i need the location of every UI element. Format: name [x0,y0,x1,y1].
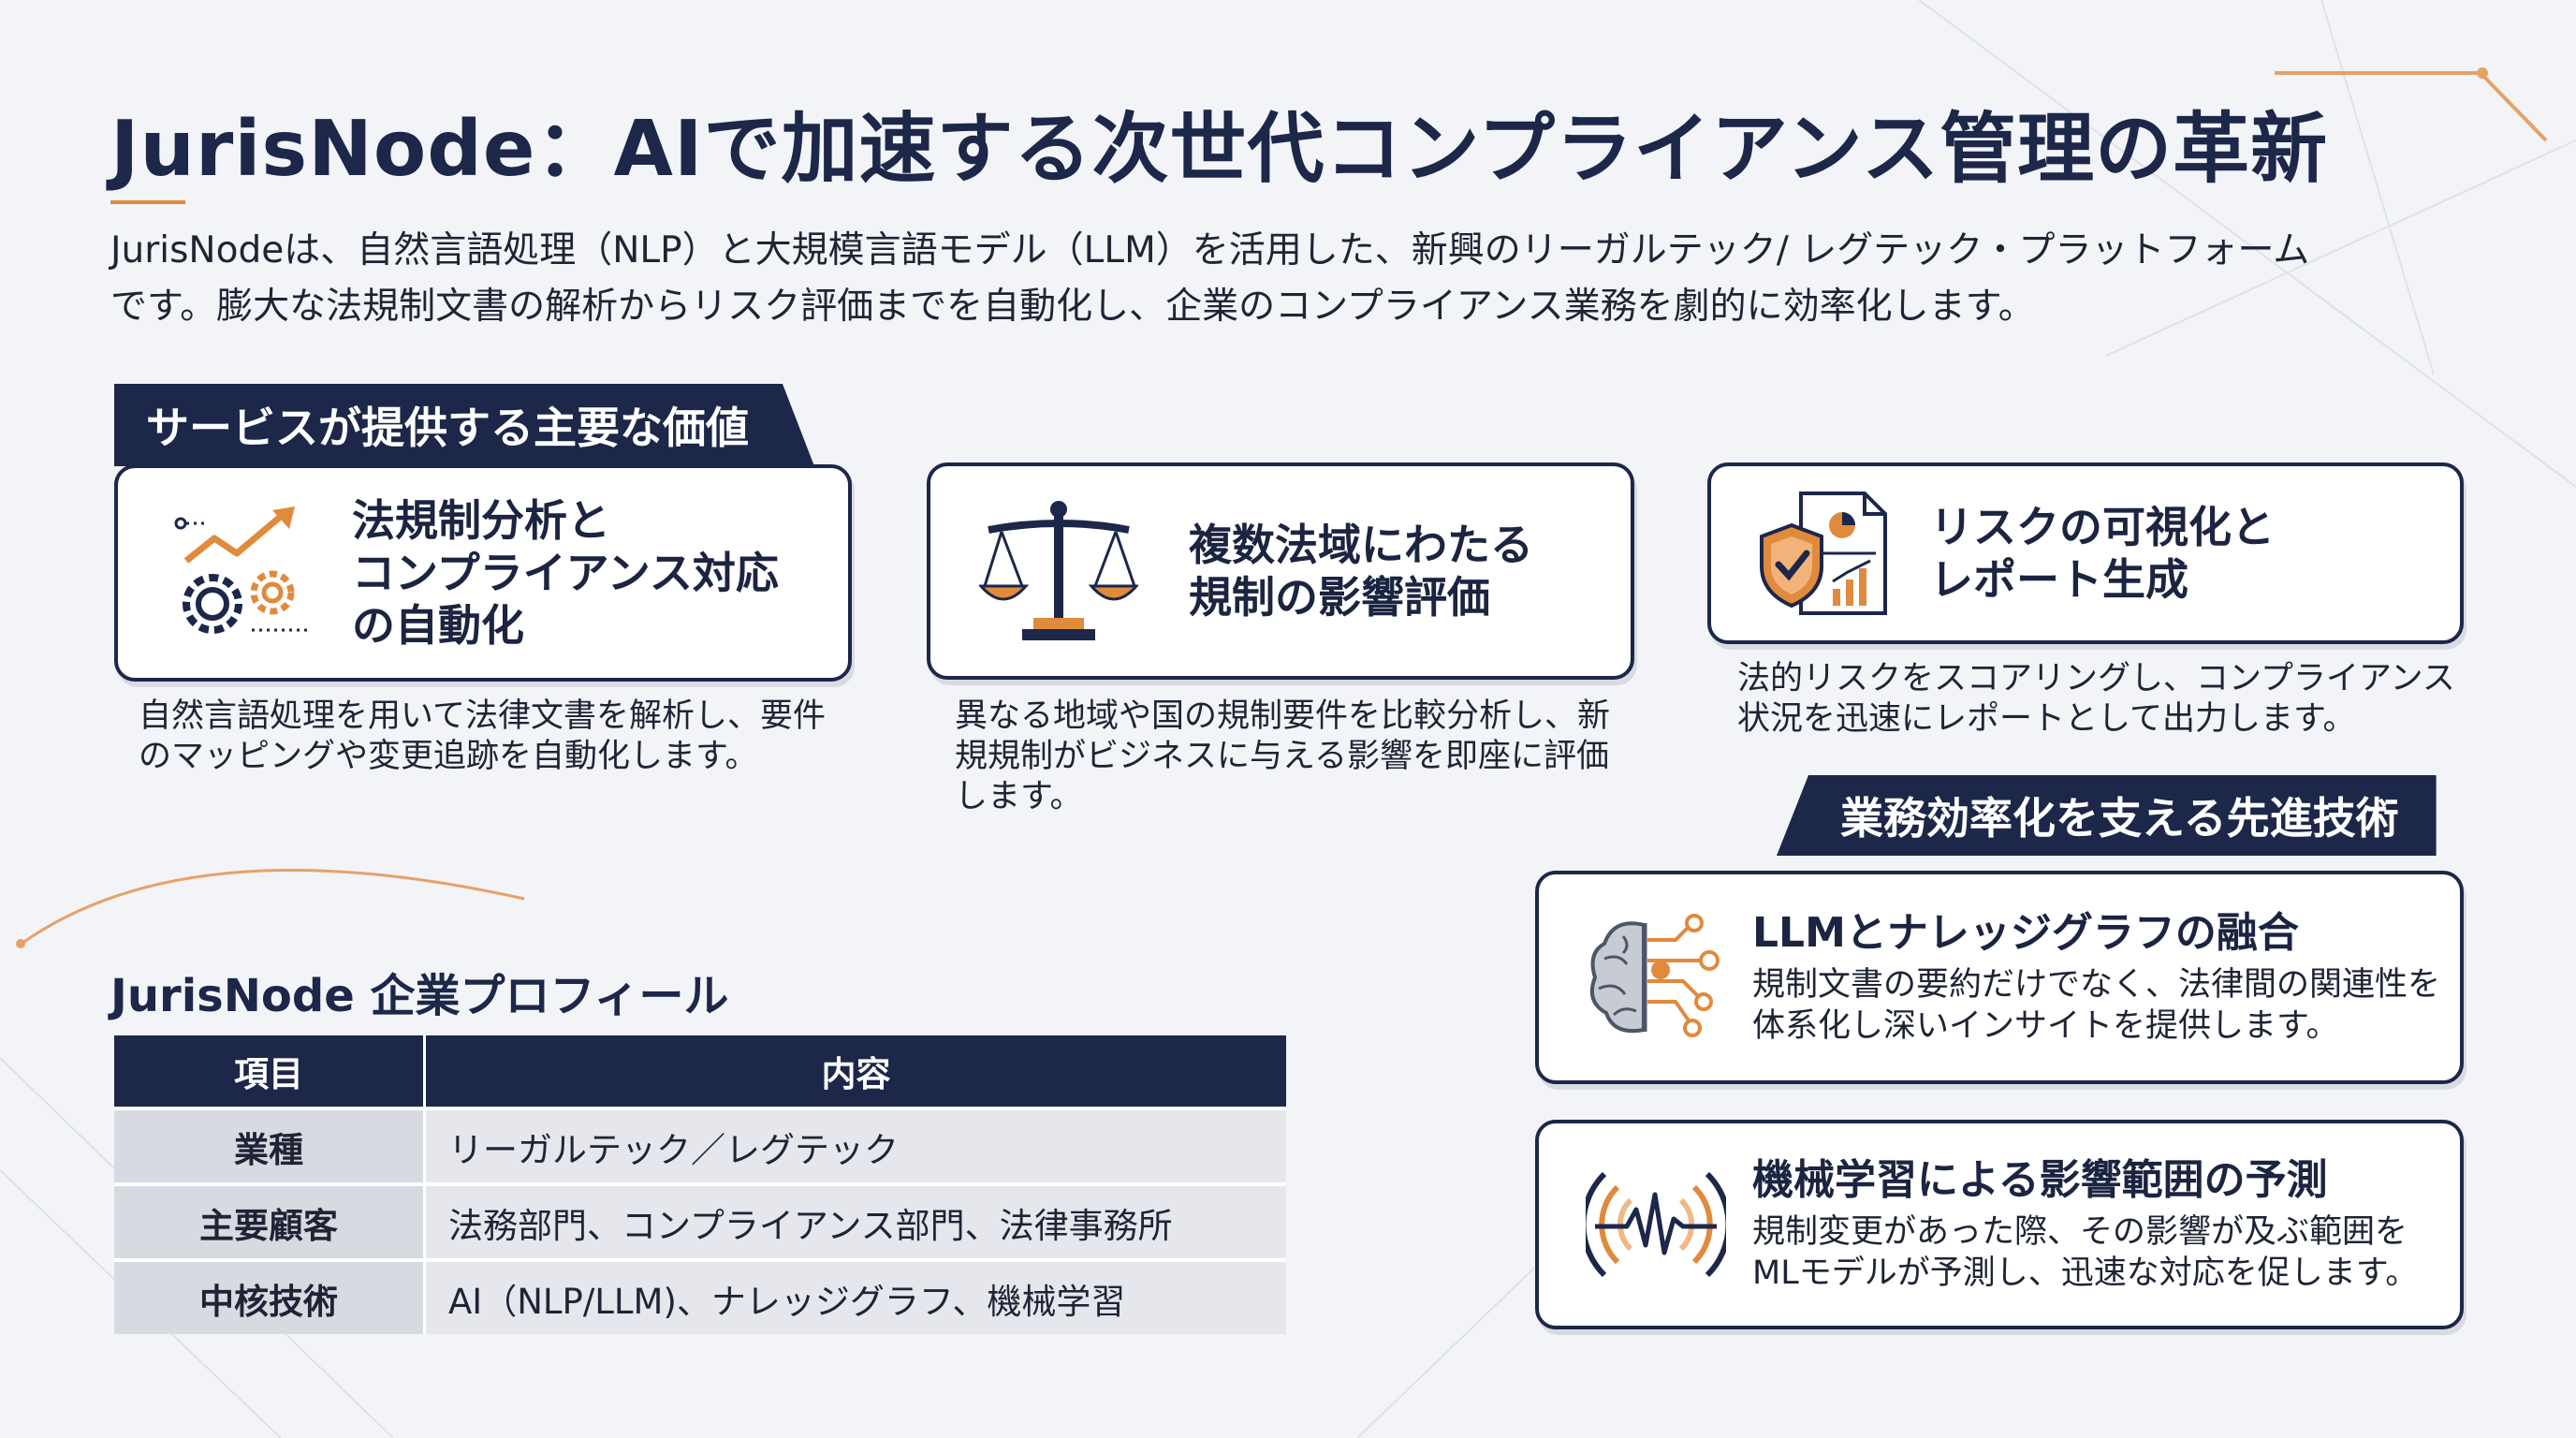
desc-line: 規規制がビジネスに与える影響を即座に評価 [955,738,1609,775]
column-header: 内容 [424,1035,1286,1108]
table-row: 業種 リーガルテック／レグテック [114,1107,1286,1184]
row-key: 中核技術 [114,1258,426,1334]
value-card-title: 複数法域にわたる 規制の影響評価 [1189,519,1533,624]
desc-line: 体系化し深いインサイトを提供します。 [1752,1007,2339,1045]
row-value: AI（NLP/LLM)、ナレッジグラフ、機械学習 [424,1258,1286,1334]
profile-table: 項目 内容 業種 リーガルテック／レグテック 主要顧客 法務部門、コンプライアン… [114,1035,1286,1334]
desc-line: 自然言語処理を用いて法律文書を解析し、要件 [139,697,826,735]
desc-line: 規制文書の要約だけでなく、法律間の関連性を [1752,966,2441,1004]
value-card-automation: 法規制分析と コンプライアンス対応 の自動化 [114,464,852,682]
table-row: 中核技術 AI（NLP/LLM)、ナレッジグラフ、機械学習 [114,1258,1286,1334]
value-card-risk-visualization: リスクの可視化と レポート生成 [1707,462,2464,644]
desc-line: MLモデルが予測し、迅速な対応を促します。 [1752,1255,2419,1292]
values-section-label: サービスが提供する主要な価値 [114,384,814,466]
row-key: 主要顧客 [114,1182,426,1260]
title-line: 規制の影響評価 [1189,572,1490,623]
value-card-description: 自然言語処理を用いて法律文書を解析し、要件 のマッピングや変更追跡を自動化します… [139,697,826,777]
scales-icon [970,496,1148,646]
title-underline [110,200,185,204]
value-card-description: 法的リスクをスコアリングし、コンプライアンス 状況を迅速にレポートとして出力しま… [1737,659,2455,740]
shield-report-icon [1745,488,1904,619]
column-header: 項目 [114,1035,426,1108]
title-line: の自動化 [352,600,524,651]
tech-card-description: 規制文書の要約だけでなく、法律間の関連性を 体系化し深いインサイトを提供します。 [1752,964,2440,1047]
row-value: 法務部門、コンプライアンス部門、法律事務所 [424,1182,1286,1260]
desc-line: のマッピングや変更追跡を自動化します。 [139,738,758,775]
chart-gears-icon [154,503,331,643]
intro-line: JurisNodeは、自然言語処理（NLP）と大規模言語モデル（LLM）を活用し… [110,229,2310,271]
tech-card-description: 規制変更があった際、その影響が及ぶ範囲を MLモデルが予測し、迅速な対応を促しま… [1752,1211,2418,1294]
tech-card-title: 機械学習による影響範囲の予測 [1752,1156,2328,1204]
intro-line: です。膨大な法規制文書の解析からリスク評価までを自動化し、企業のコンプライアンス… [110,286,2035,328]
table-header-row: 項目 内容 [114,1035,1286,1108]
value-card-title: 法規制分析と コンプライアンス対応 の自動化 [352,494,779,652]
title-line: リスクの可視化と [1930,502,2275,552]
table-row: 主要顧客 法務部門、コンプライアンス部門、法律事務所 [114,1182,1286,1260]
value-card-impact-assessment: 複数法域にわたる 規制の影響評価 [927,462,1634,680]
row-key: 業種 [114,1107,426,1184]
desc-line: 規制変更があった際、その影響が及ぶ範囲を [1752,1213,2408,1251]
value-card-description: 異なる地域や国の規制要件を比較分析し、新 規規制がビジネスに与える影響を即座に評… [955,697,1610,817]
title-line: レポート生成 [1930,554,2188,605]
brain-network-icon [1576,912,1735,1043]
title-line: コンプライアンス対応 [352,548,779,598]
row-value: リーガルテック／レグテック [424,1107,1286,1184]
tech-card-title: LLMとナレッジグラフの融合 [1752,909,2299,957]
tech-card-llm-knowledge-graph: LLMとナレッジグラフの融合 規制文書の要約だけでなく、法律間の関連性を 体系化… [1535,871,2464,1084]
desc-line: 異なる地域や国の規制要件を比較分析し、新 [955,697,1611,735]
desc-line: 状況を迅速にレポートとして出力します。 [1737,700,2356,738]
desc-line: 法的リスクをスコアリングし、コンプライアンス [1737,660,2455,697]
tech-section-label: 業務効率化を支える先進技術 [1777,775,2437,856]
title-line: 法規制分析と [352,495,610,546]
value-card-title: リスクの可視化と レポート生成 [1930,501,2275,606]
tech-card-body: LLMとナレッジグラフの融合 規制文書の要約だけでなく、法律間の関連性を 体系化… [1752,908,2440,1047]
intro-paragraph: JurisNodeは、自然言語処理（NLP）と大規模言語モデル（LLM）を活用し… [110,223,2451,335]
tech-card-ml-prediction: 機械学習による影響範囲の予測 規制変更があった際、その影響が及ぶ範囲を MLモデ… [1535,1120,2464,1329]
page-title: JurisNode：AIで加速する次世代コンプライアンス管理の革新 [110,105,2329,194]
title-line: 複数法域にわたる [1189,520,1533,570]
profile-title: JurisNode 企業プロフィール [110,970,729,1022]
tech-card-body: 機械学習による影響範囲の予測 規制変更があった際、その影響が及ぶ範囲を MLモデ… [1752,1155,2418,1294]
waveform-radar-icon [1576,1159,1735,1290]
desc-line: します。 [955,778,1083,815]
